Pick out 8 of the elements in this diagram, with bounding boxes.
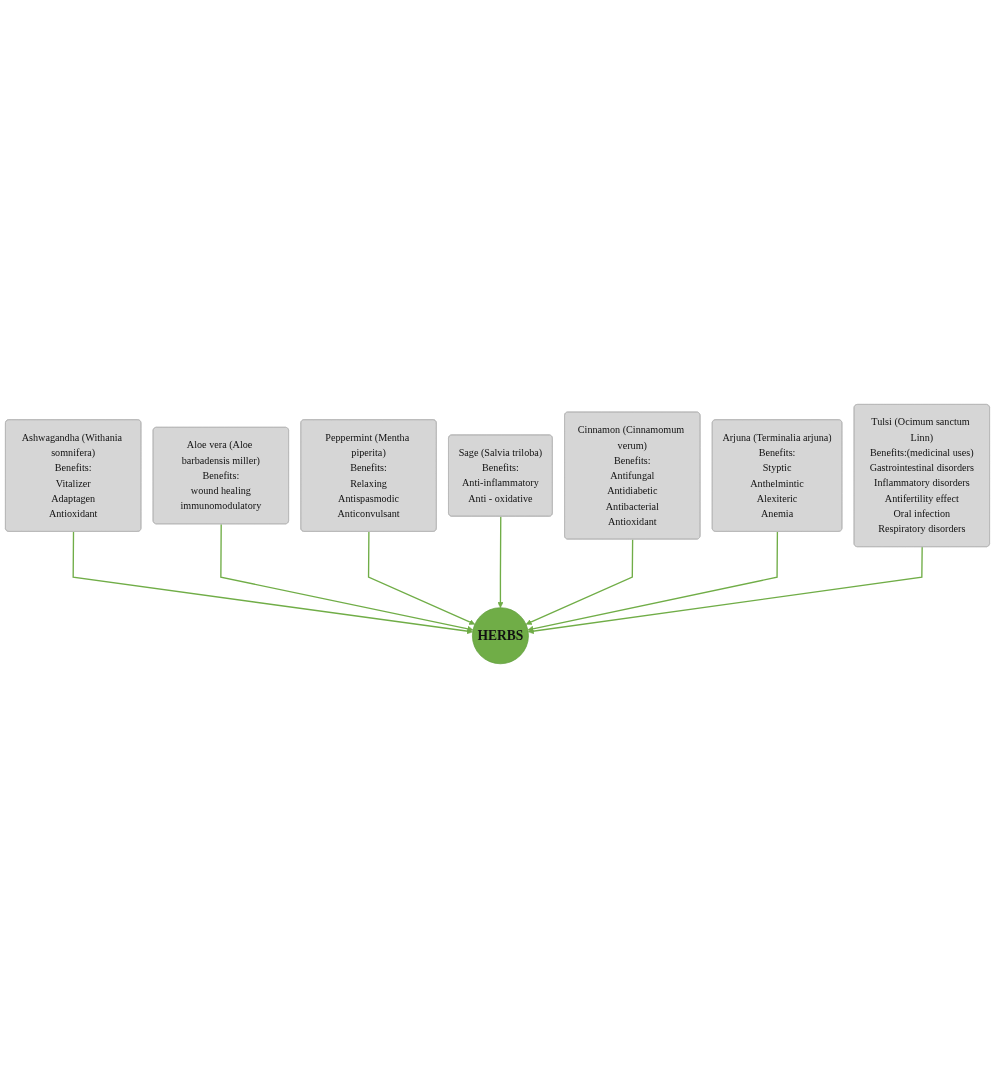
arrow [367,531,476,625]
arrow [72,531,473,635]
node-circle: HERBS [472,607,529,664]
arrow [220,523,474,632]
arrow [527,546,923,634]
arrow [525,538,634,625]
arrow [497,515,504,608]
arrow [527,531,779,632]
